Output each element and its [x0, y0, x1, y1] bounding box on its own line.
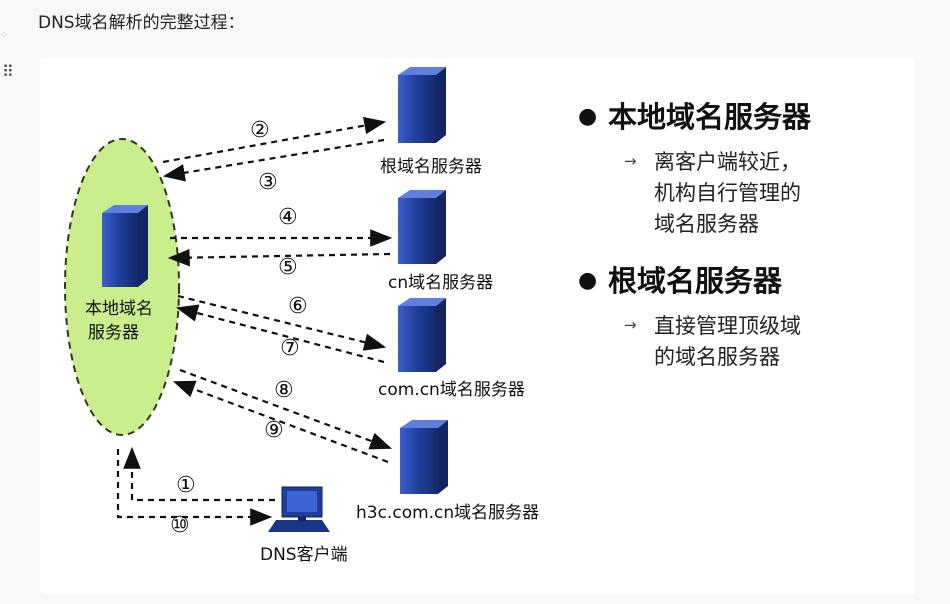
desc-line: 离客户端较近， [654, 150, 801, 174]
query-arrows [116, 116, 393, 526]
drag-handle-icon[interactable]: ⠿ [2, 62, 14, 81]
desc-line: 机构自行管理的 [654, 181, 801, 205]
client-computer-icon [268, 486, 330, 532]
step-4-label: ④ [278, 205, 298, 230]
root-server-label: 根域名服务器 [380, 157, 482, 177]
desc-line: 域名服务器 [654, 212, 759, 236]
bullet-root-desc: → 直接管理顶级域 的域名服务器 [624, 310, 801, 373]
bullet-dot-icon: ● [578, 268, 598, 293]
h3c-server-icon [400, 420, 448, 494]
step-5-label: ⑤ [278, 255, 298, 280]
client-label: DNS客户端 [260, 545, 348, 565]
desc-line: 的域名服务器 [654, 345, 780, 369]
local-server-label-line2: 服务器 [88, 323, 139, 343]
local-server-icon [102, 205, 148, 287]
step-6-label: ⑥ [288, 294, 308, 319]
arrow-right-icon: → [624, 152, 637, 170]
bullet-local-server: ● 本地域名服务器 [578, 94, 811, 136]
arrow-right-icon: → [624, 316, 637, 334]
bullet-title: 本地域名服务器 [608, 100, 812, 134]
step-7-label: ⑦ [280, 336, 300, 361]
cn-server-icon [398, 190, 446, 264]
bullet-local-desc: → 离客户端较近， 机构自行管理的 域名服务器 [624, 146, 801, 240]
step-2-label: ② [250, 118, 270, 143]
bullet-dot-icon: ● [578, 104, 598, 129]
h3c-server-label: h3c.com.cn域名服务器 [356, 503, 540, 523]
bullet-title: 根域名服务器 [608, 264, 783, 298]
page-title: DNS域名解析的完整过程： [38, 13, 245, 33]
step-8-label: ⑧ [274, 378, 294, 403]
side-dots: ⁘ [0, 30, 9, 41]
step-10-label: ⑩ [170, 513, 190, 538]
root-server-icon [398, 67, 446, 143]
comcn-server-label: com.cn域名服务器 [378, 380, 525, 400]
desc-line: 直接管理顶级域 [654, 314, 801, 338]
cn-server-label: cn域名服务器 [388, 273, 494, 293]
local-server-label-line1: 本地域名 [85, 299, 153, 319]
comcn-server-icon [398, 298, 446, 372]
step-9-label: ⑨ [264, 418, 284, 443]
step-3-label: ③ [258, 170, 278, 195]
bullet-root-server: ● 根域名服务器 [578, 258, 782, 300]
step-1-label: ① [176, 473, 196, 498]
